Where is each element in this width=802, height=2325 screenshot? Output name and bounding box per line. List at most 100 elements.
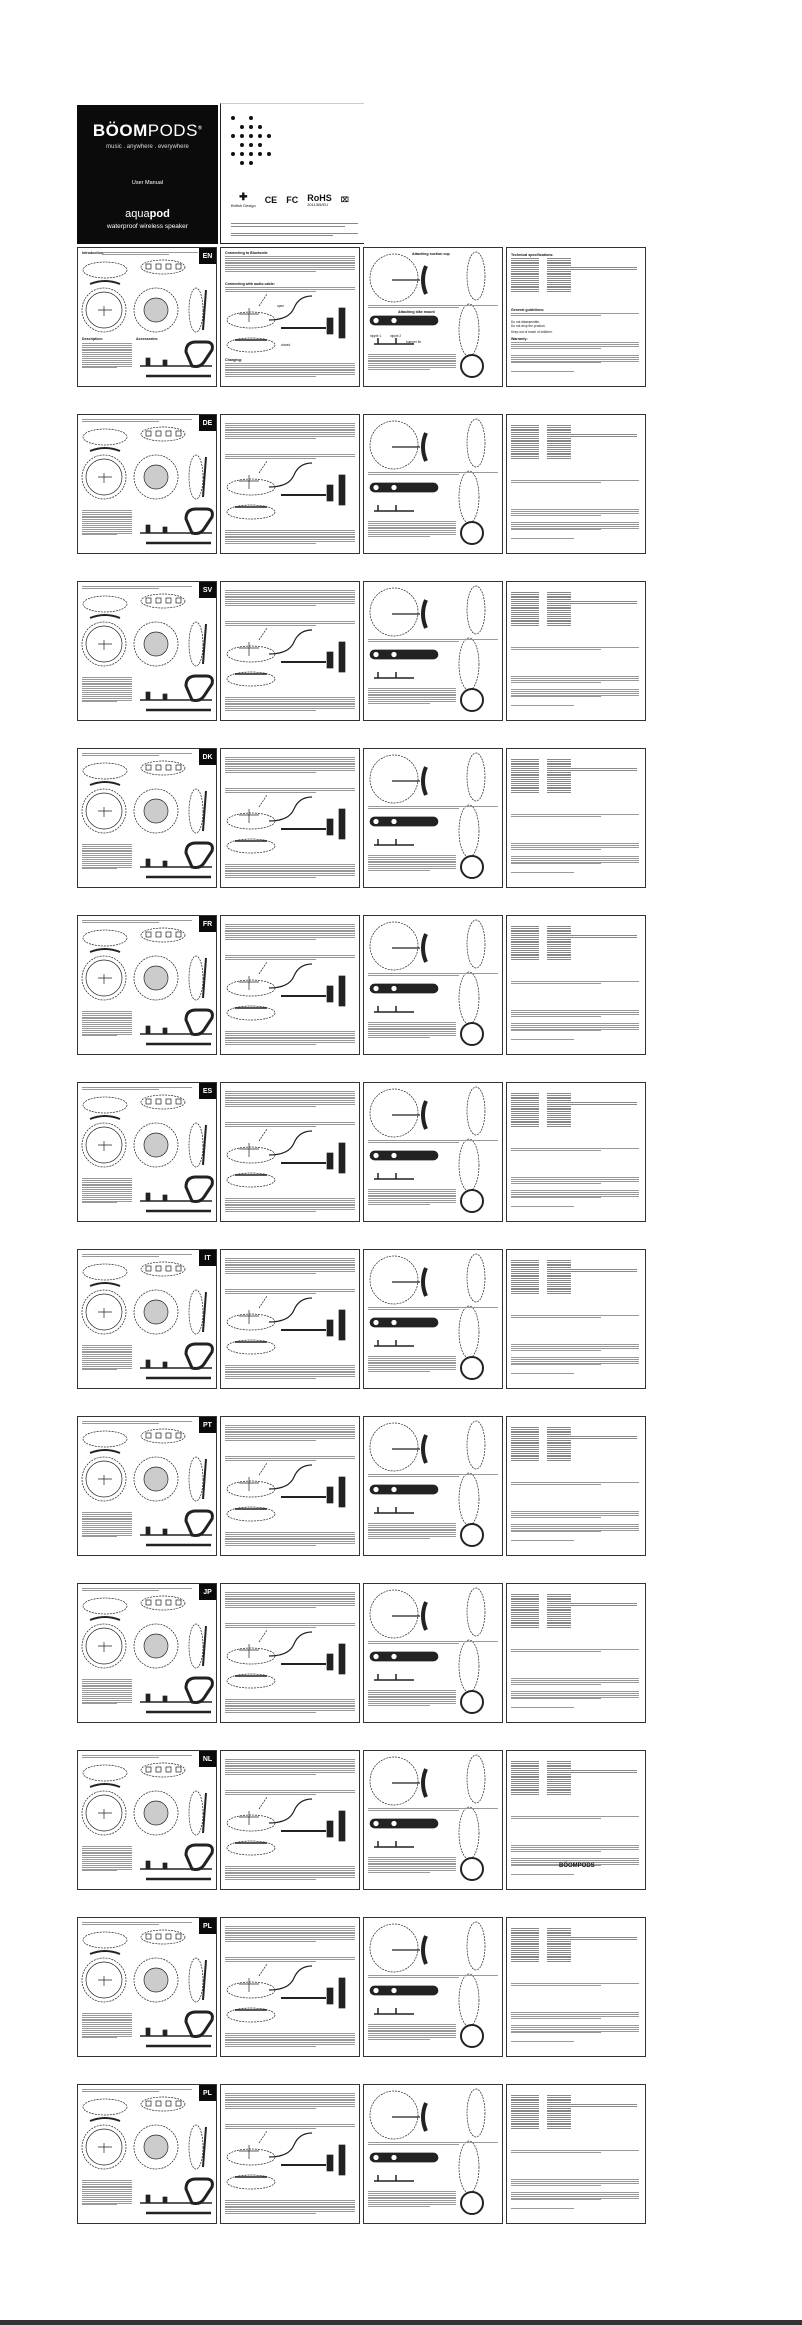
manual-page-es-1: ES [77, 1082, 217, 1222]
text-line [82, 1346, 132, 1348]
text-line [511, 1683, 601, 1685]
spec-name [511, 613, 539, 616]
text-line [225, 541, 355, 543]
text-line [82, 342, 132, 344]
text-block [511, 1510, 639, 1518]
spec-row [511, 2101, 641, 2103]
spec-name [511, 1103, 539, 1106]
spec-value [547, 453, 571, 455]
spec-value [547, 271, 571, 273]
illustration [226, 1462, 346, 1522]
spec-row [511, 268, 641, 271]
spec-row [511, 286, 641, 288]
text-line [368, 367, 456, 369]
text-line [82, 1018, 132, 1020]
description-list [82, 676, 132, 703]
spec-value [547, 1277, 571, 1279]
text-line [225, 1937, 355, 1939]
spec-name [511, 1279, 539, 1281]
text-line [82, 921, 159, 923]
text-line [225, 2044, 355, 2046]
text-block [225, 696, 355, 712]
text-block [368, 2141, 498, 2146]
spec-value [547, 1598, 571, 1600]
text-line [225, 622, 355, 624]
text-line [368, 1864, 456, 1866]
spec-row [511, 2105, 641, 2108]
text-line [82, 1517, 132, 1519]
text-line [225, 869, 355, 871]
logo-dot [267, 152, 271, 156]
text-line [225, 958, 316, 960]
text-line [368, 534, 456, 536]
spec-row [511, 258, 641, 260]
text-block [82, 919, 192, 924]
manual-page-es-2 [220, 1082, 360, 1222]
text-line [225, 706, 355, 708]
spec-name [511, 943, 539, 945]
text-line [368, 870, 430, 872]
spec-value [547, 258, 571, 260]
text-line [511, 360, 639, 362]
spec-name [511, 1277, 539, 1279]
illustration [226, 1629, 346, 1689]
text-block [225, 1257, 355, 1275]
spec-name [511, 279, 539, 282]
text-line [225, 1197, 355, 1199]
spec-name [511, 1609, 539, 1611]
spec-row [511, 1440, 641, 1442]
spec-row [511, 1943, 641, 1945]
spec-value [547, 1949, 571, 1952]
spec-row [511, 2119, 641, 2121]
text-line [511, 982, 601, 984]
text-block [82, 1086, 192, 1091]
spec-row [511, 1446, 641, 1448]
text-line [225, 457, 316, 459]
spec-name [511, 1112, 539, 1114]
text-line [511, 1015, 601, 1017]
spec-row [511, 956, 641, 958]
text-line [82, 845, 132, 847]
description-list [82, 1010, 132, 1037]
spec-value [547, 1431, 571, 1433]
spec-name [511, 444, 539, 446]
spec-value [547, 1789, 571, 1791]
british-design-icon: ✚British Design [231, 192, 256, 208]
text-line [368, 2204, 456, 2206]
spec-name [511, 2116, 539, 2119]
spec-row [511, 2095, 641, 2097]
spec-name [511, 2095, 539, 2097]
text-line [225, 1958, 355, 1960]
text-line [368, 532, 456, 534]
tagline: music . anywhere . everywhere [106, 144, 189, 150]
nipple-2-label: nipple 2 [390, 334, 402, 338]
text-line [368, 2192, 456, 2194]
text-line [225, 529, 355, 531]
spec-row [511, 761, 641, 763]
spec-row [511, 1290, 641, 1292]
text-line [511, 1483, 601, 1485]
audio-cable-heading: Connecting with audio cable: [225, 282, 275, 286]
illustration [226, 1963, 346, 2023]
text-line [511, 679, 639, 681]
text-line [225, 2108, 316, 2110]
spec-name [511, 611, 539, 613]
text-block [511, 1038, 601, 1041]
text-block [511, 1481, 639, 1486]
spec-row [511, 1618, 641, 1620]
text-line [225, 698, 355, 700]
spec-row [511, 1771, 641, 1774]
text-line [82, 1194, 132, 1196]
spec-row [511, 1613, 641, 1615]
text-line [511, 2180, 639, 2182]
text-line [225, 428, 355, 430]
text-line [511, 844, 639, 846]
spec-name [511, 1782, 539, 1785]
text-block [511, 312, 639, 317]
text-line [511, 1982, 639, 1984]
spec-row [511, 1288, 641, 1290]
spec-name [511, 1954, 539, 1956]
text-block [368, 1021, 456, 1039]
text-line [82, 1756, 159, 1758]
text-line [225, 1209, 355, 1211]
